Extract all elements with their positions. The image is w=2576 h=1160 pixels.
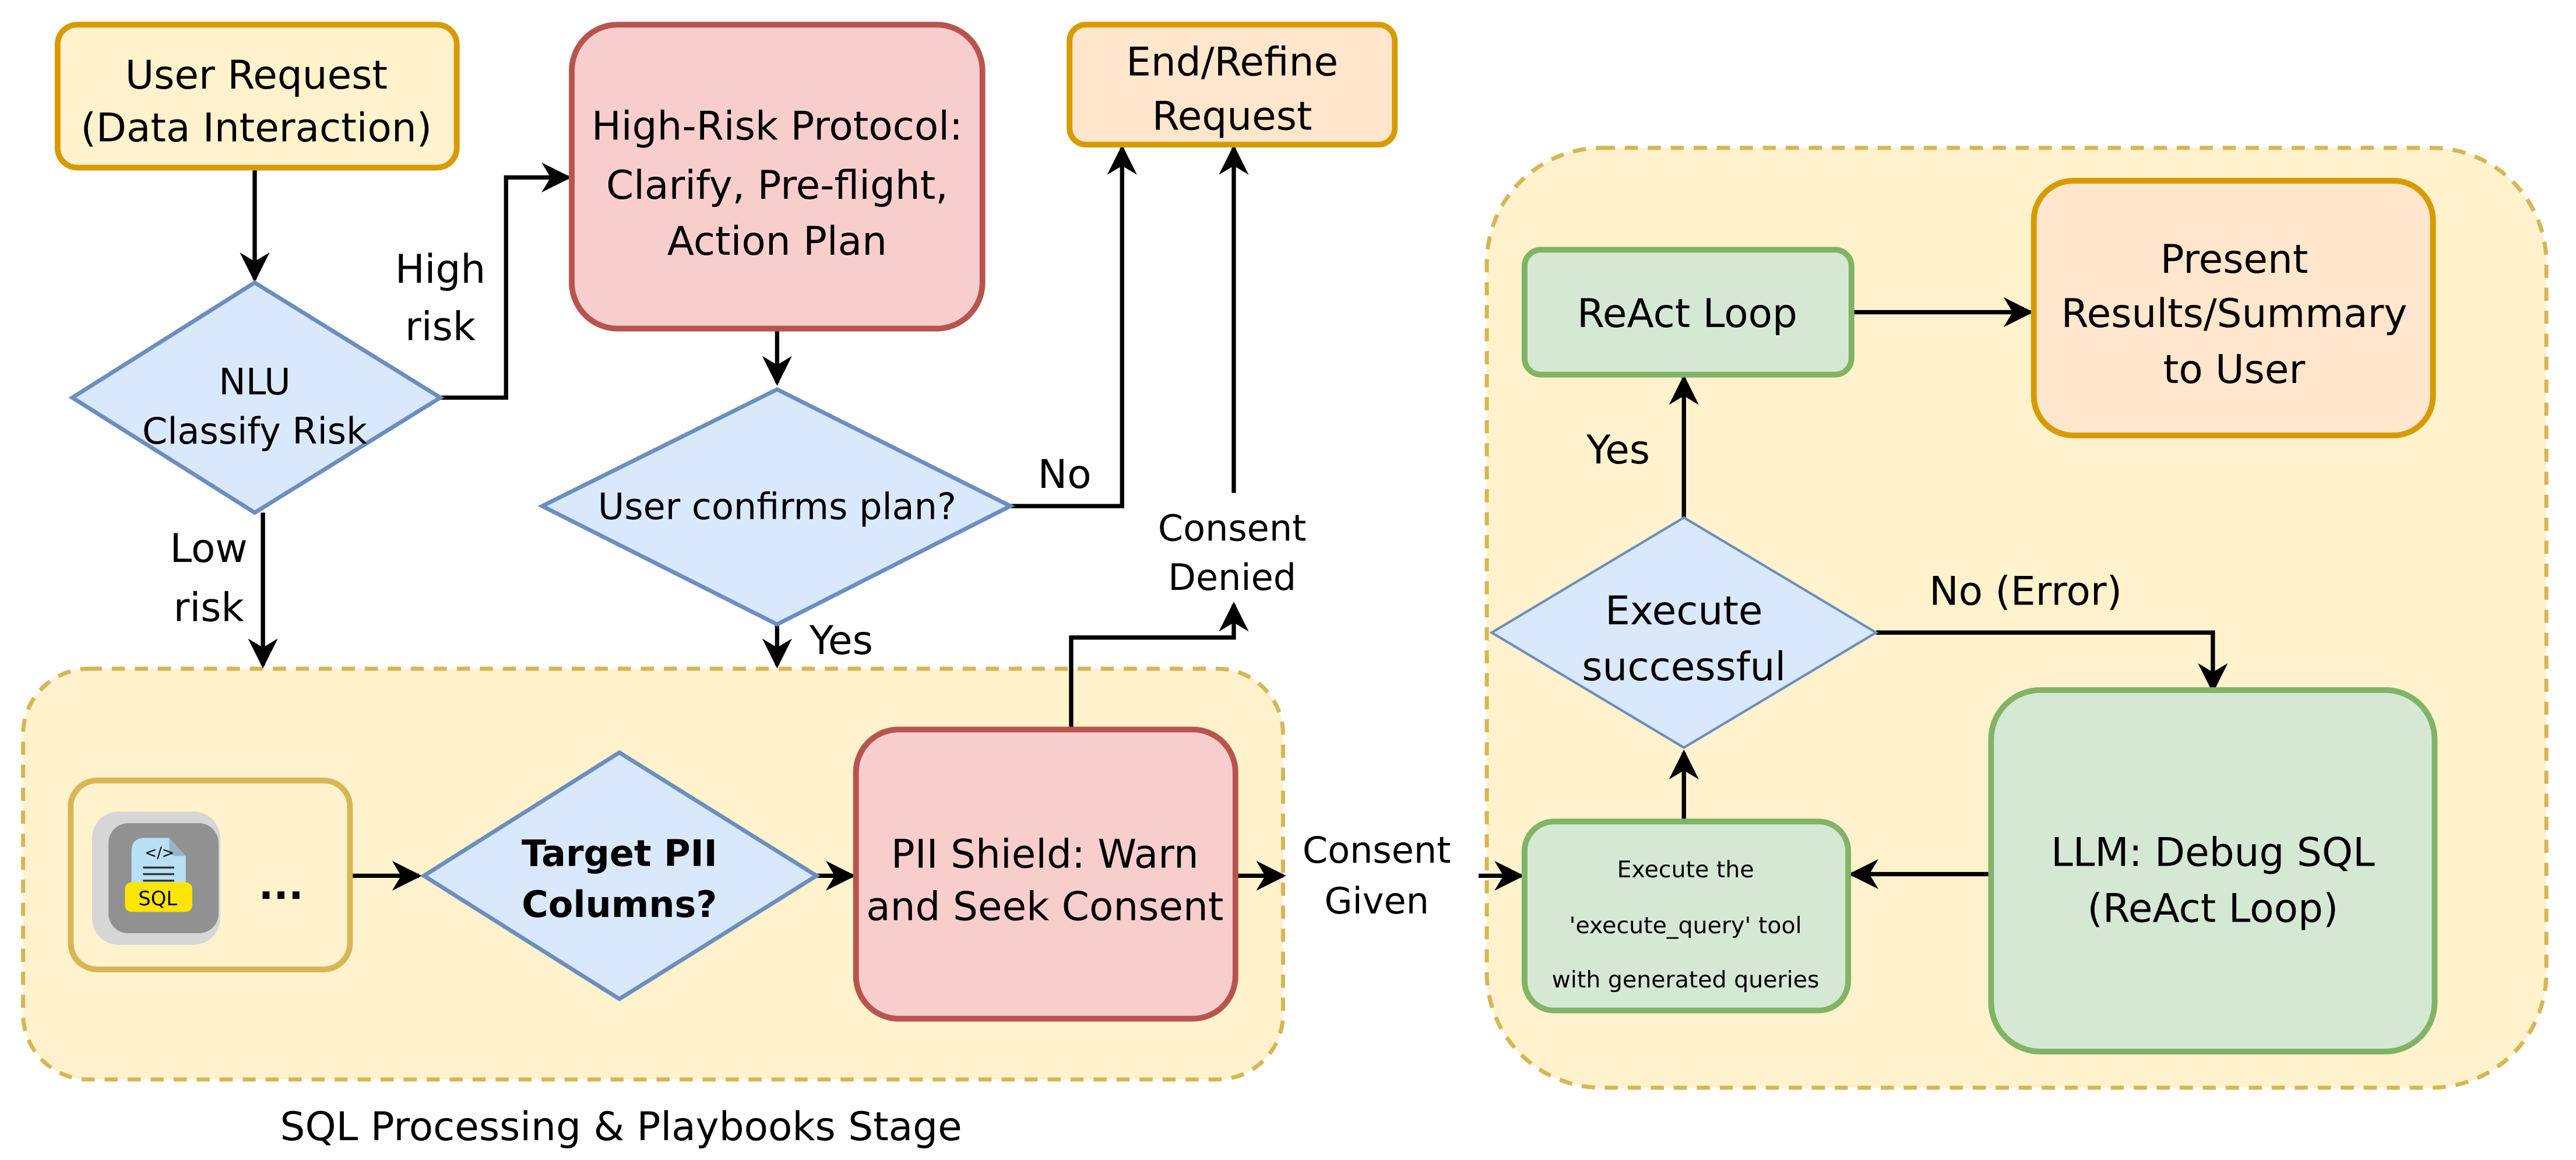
- svg-text:NLU: NLU: [219, 360, 290, 403]
- low-risk-label: Low: [170, 525, 248, 571]
- consent-denied-label-2: Denied: [1168, 556, 1296, 599]
- svg-text:High-Risk Protocol:: High-Risk Protocol:: [592, 103, 963, 149]
- react-loop-node: ReAct Loop: [1521, 247, 1854, 378]
- svg-text:PII Shield: Warn: PII Shield: Warn: [891, 831, 1199, 877]
- high-risk-label-2: risk: [405, 303, 476, 349]
- execute-tool-node: Execute the 'execute_query' tool with ge…: [1521, 818, 1852, 1014]
- svg-text:End/Refine: End/Refine: [1126, 39, 1338, 85]
- svg-text:Clarify, Pre-flight,: Clarify, Pre-flight,: [606, 162, 948, 208]
- svg-text:(ReAct Loop): (ReAct Loop): [2088, 885, 2339, 931]
- pii-shield-node: PII Shield: Warn and Seek Consent: [853, 726, 1238, 1022]
- svg-text:LLM: Debug SQL: LLM: Debug SQL: [2051, 829, 2375, 875]
- high-risk-label: High: [395, 246, 485, 292]
- svg-text:and Seek Consent: and Seek Consent: [866, 883, 1223, 929]
- svg-text:Columns?: Columns?: [522, 883, 717, 926]
- consent-given-label-2: Given: [1325, 880, 1429, 922]
- consent-denied-label: Consent: [1158, 507, 1307, 549]
- target-pii-decision: Target PII Columns?: [420, 750, 821, 1001]
- svg-text:ReAct Loop: ReAct Loop: [1577, 290, 1797, 336]
- yes-success-label: Yes: [1586, 427, 1650, 473]
- svg-text:Execute: Execute: [1605, 588, 1762, 634]
- ellipsis: ...: [259, 862, 304, 908]
- consent-given-label: Consent: [1303, 829, 1451, 871]
- svg-text:Execute the: Execute the: [1617, 856, 1754, 883]
- svg-text:Present: Present: [2160, 236, 2308, 282]
- execute-successful-decision: Execute successful: [1489, 516, 1879, 749]
- svg-text:</>: </>: [145, 843, 174, 861]
- nlu-classify-risk-decision: NLU Classify Risk: [68, 280, 445, 515]
- svg-text:to User: to User: [2163, 346, 2306, 392]
- present-results-node: Present Results/Summary to User: [2030, 178, 2436, 438]
- no-error-label: No (Error): [1929, 568, 2122, 614]
- sql-stage-label: SQL Processing & Playbooks Stage: [280, 1103, 962, 1150]
- svg-text:Results/Summary: Results/Summary: [2061, 290, 2408, 336]
- edges: [240, 145, 2228, 891]
- high-risk-protocol-node: High-Risk Protocol: Clarify, Pre-flight,…: [569, 22, 986, 332]
- low-risk-label-2: risk: [174, 584, 244, 630]
- svg-text:User Request: User Request: [125, 52, 388, 98]
- svg-text:(Data Interaction): (Data Interaction): [81, 104, 432, 150]
- svg-text:SQL: SQL: [138, 887, 177, 910]
- yes-confirm-label: Yes: [809, 617, 873, 663]
- svg-text:Request: Request: [1152, 93, 1312, 139]
- svg-text:'execute_query' tool: 'execute_query' tool: [1569, 912, 1802, 939]
- svg-text:with generated queries: with generated queries: [1552, 966, 1820, 993]
- llm-debug-node: LLM: Debug SQL (ReAct Loop): [1988, 687, 2438, 1054]
- svg-text:Classify Risk: Classify Risk: [142, 410, 367, 452]
- playbook-box: </> SQL ...: [68, 777, 353, 972]
- svg-text:successful: successful: [1582, 644, 1786, 690]
- end-refine-node: End/Refine Request: [1067, 22, 1398, 147]
- no-label: No: [1038, 451, 1092, 497]
- sql-file-icon: </> SQL: [92, 811, 220, 945]
- svg-text:Action Plan: Action Plan: [667, 218, 887, 264]
- svg-text:Target PII: Target PII: [522, 832, 717, 874]
- user-confirms-plan-decision: User confirms plan?: [537, 387, 1015, 627]
- svg-text:User confirms plan?: User confirms plan?: [598, 486, 956, 528]
- user-request-node: User Request (Data Interaction): [54, 22, 460, 171]
